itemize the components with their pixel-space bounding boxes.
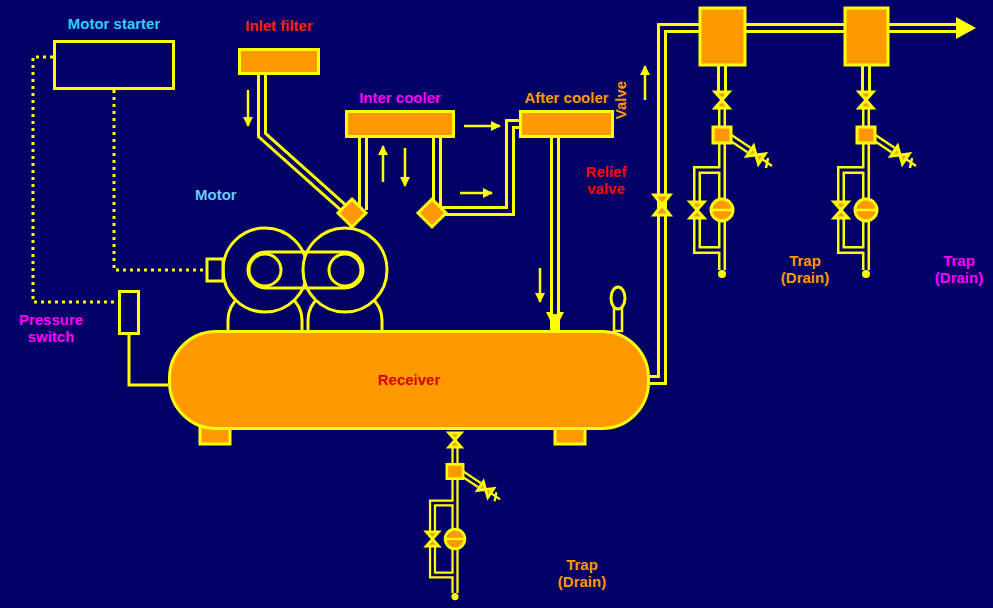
air-pipe-line xyxy=(550,138,560,330)
drain-trap-symbol xyxy=(834,92,916,278)
valve-label: Relief valve xyxy=(578,163,634,198)
control-wire xyxy=(114,90,205,270)
pressure-line xyxy=(129,335,168,385)
starter-box: Motor starter xyxy=(53,40,175,90)
motor-pulley xyxy=(249,254,281,286)
air-pipe xyxy=(262,28,958,380)
component-label: Pressure switch xyxy=(10,311,92,346)
air-pipe-inner xyxy=(553,138,557,314)
component-label: Motor xyxy=(195,186,237,203)
flow-arrow xyxy=(644,66,647,100)
flow-arrow xyxy=(247,90,250,126)
compressor-pulley xyxy=(329,254,361,286)
air-pipe xyxy=(555,138,556,330)
separators xyxy=(700,8,888,65)
flow-arrow xyxy=(539,268,542,302)
component-label: Inlet filter xyxy=(245,17,313,34)
component-label: After cooler xyxy=(524,89,608,106)
tank-label: Receiver xyxy=(378,371,441,388)
motor-and-compressor xyxy=(207,199,446,312)
valves xyxy=(611,195,670,331)
trap-label: Trap (Drain) xyxy=(553,556,611,591)
trap-label: Trap (Drain) xyxy=(930,252,988,287)
pipework xyxy=(262,17,976,380)
flow-arrow xyxy=(460,192,492,195)
control-wire-line xyxy=(33,57,118,302)
motor-body xyxy=(223,228,307,312)
component-label: Inter cooler xyxy=(359,89,441,106)
relief-valve-dome xyxy=(611,287,625,309)
flow-arrow xyxy=(464,125,500,128)
valve-label: Valve xyxy=(612,81,629,119)
separator xyxy=(845,8,888,65)
filter-box: Inlet filter xyxy=(238,48,320,75)
cylinder-head xyxy=(418,199,446,227)
component-label: Motor starter xyxy=(68,15,161,32)
compressor-body xyxy=(303,228,387,312)
motor-unit: Motor xyxy=(205,228,308,312)
air-pipe-inner xyxy=(262,28,958,380)
flow-arrow xyxy=(404,148,407,186)
pressure-switch-box: Pressure switch xyxy=(118,290,140,335)
drive-belt xyxy=(248,252,363,288)
isolation-valve xyxy=(654,195,670,215)
receiver-tank: Receiver xyxy=(168,330,650,430)
separator xyxy=(700,8,745,65)
motor-terminal xyxy=(207,259,223,281)
trap-label: Trap (Drain) xyxy=(776,252,834,287)
flow-arrow xyxy=(382,146,385,182)
outlet-arrow xyxy=(956,17,976,39)
pressure-line-line xyxy=(129,335,168,385)
cooler-box: Inter cooler xyxy=(345,110,455,138)
cooler-box: After cooler xyxy=(519,110,614,138)
control-wire xyxy=(33,57,118,302)
cylinder-head xyxy=(338,199,366,227)
drain-trap-symbol xyxy=(690,92,772,278)
drain-trap-symbol xyxy=(426,433,500,600)
control-wire-line xyxy=(114,90,205,270)
